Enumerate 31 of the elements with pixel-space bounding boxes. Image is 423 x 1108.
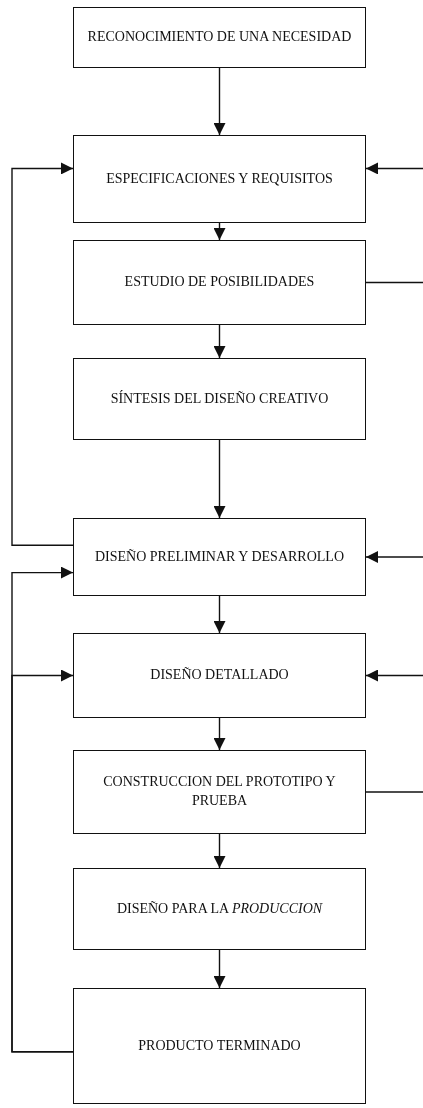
arrow [365, 551, 423, 563]
box-label: RECONOCIMIENTO DE UNA NECESIDAD [87, 28, 352, 47]
arrow [213, 949, 226, 989]
process-box [73, 135, 366, 223]
process-box [73, 358, 366, 440]
arrow [213, 439, 226, 519]
arrow [11, 669, 74, 1053]
arrow [213, 222, 226, 241]
box-label: DISEÑO DETALLADO [150, 666, 289, 685]
process-box [73, 868, 366, 950]
box-label: ESPECIFICACIONES Y REQUISITOS [106, 169, 333, 188]
box-label: ESTUDIO DE POSIBILIDADES [124, 273, 315, 292]
arrow [213, 717, 226, 751]
arrow [365, 669, 423, 682]
process-box [73, 7, 366, 68]
process-box [73, 633, 366, 718]
arrow [365, 162, 423, 175]
process-box [73, 518, 366, 596]
box-label: CONSTRUCCION DEL PROTOTIPO Y PRUEBA [102, 773, 337, 810]
arrow [213, 595, 226, 634]
box-label: DISEÑO PRELIMINAR Y DESARROLLO [95, 547, 344, 566]
box-label: PRODUCTO TERMINADO [138, 1036, 301, 1055]
arrow [11, 162, 74, 546]
process-box [73, 240, 366, 325]
box-label: DISEÑO PARA LA PRODUCCION [116, 899, 323, 918]
box-label: SÍNTESIS DEL DISEÑO CREATIVO [110, 389, 329, 408]
process-box [73, 988, 366, 1104]
process-box [73, 750, 366, 834]
arrow [213, 324, 226, 359]
arrow [213, 833, 226, 869]
arrow [213, 67, 226, 136]
